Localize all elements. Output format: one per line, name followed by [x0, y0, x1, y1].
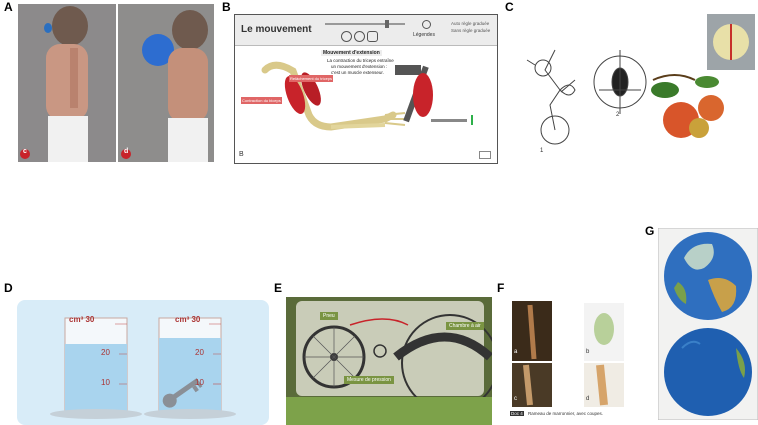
slider-thumb[interactable]	[385, 20, 389, 28]
pause-icon[interactable]	[354, 31, 365, 42]
panel-a-photos: c d	[18, 4, 214, 162]
panel-label-b: B	[222, 0, 231, 14]
caption-text: Rameau de marronnier, avec coupes.	[528, 411, 604, 416]
panel-f-buds: a b c d Doc 4 Rameau de marronnier, avec…	[508, 295, 642, 425]
diagram-num-2: 2	[616, 112, 620, 118]
tag-chambre: Chambre à air	[446, 322, 484, 330]
app-title: Le mouvement	[241, 24, 312, 35]
tag-mesure: Mesure de pression	[344, 376, 394, 384]
photo-tag-d: d	[124, 148, 129, 155]
panel-label-a: A	[4, 0, 13, 14]
info-line-3: c'est un muscle extenseur.	[331, 70, 384, 75]
legend-label[interactable]: Légendes	[413, 32, 435, 38]
unit-right: cm³ 30	[175, 315, 201, 324]
info-line-1: La contraction du triceps entraîne	[327, 58, 394, 63]
graduated-cylinders	[50, 317, 236, 419]
tag-c: c	[514, 396, 517, 402]
apple-diagrams	[526, 14, 755, 145]
app-header	[235, 15, 497, 46]
zoom-slider[interactable]	[325, 23, 405, 25]
photo-tag-c: c	[23, 148, 27, 155]
footer-tag-b: B	[239, 151, 244, 158]
label-biceps: Contraction du biceps	[241, 97, 282, 104]
tag-a: a	[514, 349, 518, 355]
arm-diagram	[261, 61, 473, 131]
panel-g-globes	[658, 228, 758, 420]
panel-label-c: C	[505, 0, 514, 14]
option-sans[interactable]: Sans règle graduée	[451, 28, 491, 33]
tick-10-right: 10	[195, 378, 204, 387]
panel-e-tyre: Pneu Chambre à air Mesure de pression	[286, 297, 492, 425]
tick-10-left: 10	[101, 378, 110, 387]
mail-icon[interactable]	[479, 151, 491, 159]
tyre-diagram	[286, 314, 492, 425]
info-title: Mouvement d'extension	[321, 50, 382, 56]
bud-photos	[512, 301, 624, 407]
tick-20-left: 20	[101, 348, 110, 357]
info-line-2: un mouvement d'extension :	[331, 64, 388, 69]
tag-pneu: Pneu	[320, 312, 338, 320]
diagram-num-1: 1	[540, 148, 544, 154]
chat-icon[interactable]	[367, 31, 378, 42]
child-photos	[18, 4, 214, 162]
panel-label-d: D	[4, 281, 13, 295]
legend-toggle-icon[interactable]	[422, 20, 431, 29]
panel-d-cylinders: cm³ 30 20 10 cm³ 30 20 10	[17, 300, 269, 425]
tick-20-right: 20	[195, 348, 204, 357]
panel-label-f: F	[497, 281, 505, 295]
panel-label-e: E	[274, 281, 283, 295]
panel-label-g: G	[645, 224, 655, 238]
panel-b-app: Le mouvement Légendes Auto règle graduée…	[234, 14, 498, 164]
tag-b: b	[586, 349, 590, 355]
option-auto[interactable]: Auto règle graduée	[451, 21, 490, 26]
tag-d: d	[586, 396, 590, 402]
play-icon[interactable]	[341, 31, 352, 42]
panel-c-apple: 1 2	[515, 10, 758, 165]
label-triceps: Relâchement du triceps	[289, 75, 334, 82]
earth-globes	[658, 228, 758, 420]
unit-left: cm³ 30	[69, 315, 95, 324]
caption-num: Doc 4	[510, 411, 524, 416]
